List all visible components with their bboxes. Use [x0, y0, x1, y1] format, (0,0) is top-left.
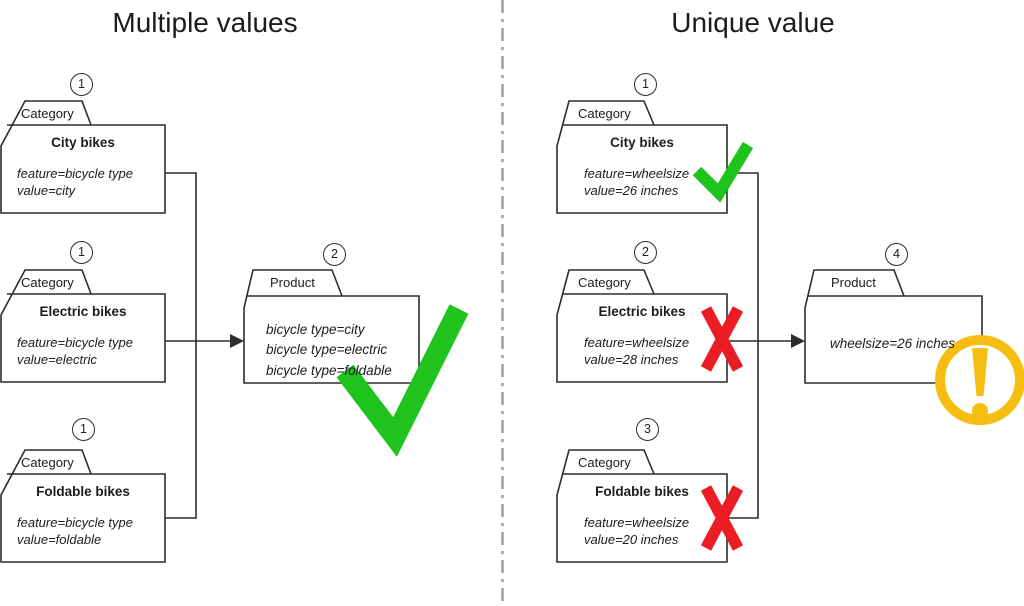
box-title-left-city: City bikes [51, 135, 115, 150]
badge-left-electric: 1 [70, 241, 93, 264]
value-line-left-electric: value=electric [17, 352, 97, 367]
arrowhead-left-icon [230, 334, 244, 348]
value-line-left-foldable: value=foldable [17, 532, 102, 547]
badge-left-product: 2 [323, 243, 346, 266]
product-line-left-3: bicycle type=foldable [266, 363, 392, 378]
big-checkmark-icon [336, 304, 469, 457]
product-line-left-1: bicycle type=city [266, 322, 365, 337]
cross-icon-foldable [700, 485, 744, 551]
badge-right-city: 1 [634, 73, 657, 96]
product-line-left-2: bicycle type=electric [266, 342, 388, 357]
category-box-left-electric-outline [0, 269, 166, 383]
value-line-right-city: value=26 inches [584, 183, 679, 198]
feature-line-left-foldable: feature=bicycle type [17, 515, 133, 530]
tab-label-right-city: Category [578, 106, 631, 121]
box-title-left-foldable: Foldable bikes [36, 484, 130, 499]
box-title-right-electric: Electric bikes [598, 304, 686, 319]
badge-left-foldable: 1 [72, 418, 95, 441]
feature-line-left-city: feature=bicycle type [17, 166, 133, 181]
value-line-right-electric: value=28 inches [584, 352, 679, 367]
badge-left-city: 1 [70, 73, 93, 96]
box-title-right-city: City bikes [610, 135, 674, 150]
tab-label-right-product: Product [831, 275, 876, 290]
tab-label-left-foldable: Category [21, 455, 74, 470]
warning-icon [935, 335, 1024, 425]
badge-right-product: 4 [885, 243, 908, 266]
tab-label-left-electric: Category [21, 275, 74, 290]
feature-line-left-electric: feature=bicycle type [17, 335, 133, 350]
box-title-left-electric: Electric bikes [39, 304, 127, 319]
cross-icon-electric [700, 306, 744, 372]
product-box-left-outline [243, 269, 420, 384]
connector-right-bracket [727, 172, 759, 519]
tab-label-left-city: Category [21, 106, 74, 121]
value-line-left-city: value=city [17, 183, 76, 198]
connector-left-bracket [165, 172, 197, 519]
feature-line-right-city: feature=wheelsize [584, 166, 690, 181]
tab-label-right-electric: Category [578, 275, 631, 290]
category-box-left-city-outline [0, 100, 166, 214]
badge-right-foldable: 3 [636, 418, 659, 441]
left-panel-title: Multiple values [112, 7, 298, 38]
value-line-right-foldable: value=20 inches [584, 532, 679, 547]
tab-label-right-foldable: Category [578, 455, 631, 470]
tab-label-left-product: Product [270, 275, 315, 290]
feature-line-right-foldable: feature=wheelsize [584, 515, 690, 530]
badge-right-electric: 2 [634, 241, 657, 264]
arrowhead-right-icon [791, 334, 805, 348]
feature-line-right-electric: feature=wheelsize [584, 335, 690, 350]
small-checkmark-icon [692, 141, 754, 203]
box-title-right-foldable: Foldable bikes [595, 484, 689, 499]
product-line-right-1: wheelsize=26 inches [830, 336, 955, 351]
right-panel-title: Unique value [671, 7, 835, 38]
